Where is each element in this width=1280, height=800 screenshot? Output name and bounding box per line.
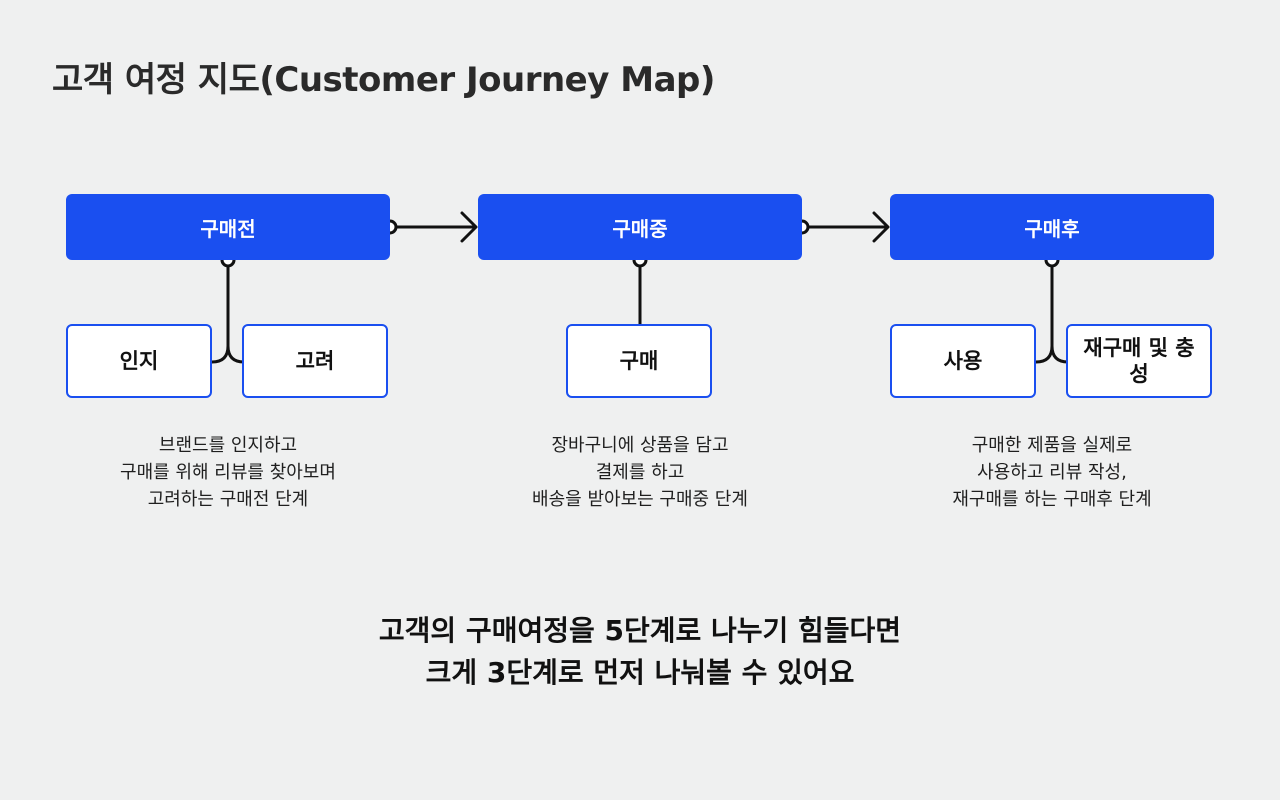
stage-label: 구매후 bbox=[1024, 216, 1080, 241]
description-line: 결제를 하고 bbox=[595, 462, 685, 483]
step-usage: 사용 bbox=[890, 324, 1036, 398]
description-line: 사용하고 리뷰 작성, bbox=[977, 462, 1127, 483]
stage-description: 장바구니에 상품을 담고 결제를 하고 배송을 받아보는 구매중 단계 bbox=[478, 432, 802, 513]
step-label: 사용 bbox=[943, 348, 983, 373]
step-label: 인지 bbox=[119, 348, 159, 373]
stage-label: 구매중 bbox=[612, 216, 668, 241]
description-line: 구매한 제품을 실제로 bbox=[971, 435, 1133, 456]
stage-3-branch-left bbox=[1035, 345, 1054, 364]
stage-3-branch-right bbox=[1050, 345, 1069, 364]
stage-post-purchase: 구매후 bbox=[890, 194, 1214, 260]
stage-description: 구매한 제품을 실제로 사용하고 리뷰 작성, 재구매를 하는 구매후 단계 bbox=[890, 432, 1214, 513]
step-label: 재구매 및 충성 bbox=[1083, 335, 1195, 386]
step-awareness: 인지 bbox=[66, 324, 212, 398]
stage-description: 브랜드를 인지하고 구매를 위해 리뷰를 찾아보며 고려하는 구매전 단계 bbox=[66, 432, 390, 513]
stage-label: 구매전 bbox=[200, 216, 256, 241]
description-line: 배송을 받아보는 구매중 단계 bbox=[532, 489, 748, 510]
step-label: 고려 bbox=[295, 348, 335, 373]
stage-purchase: 구매중 bbox=[478, 194, 802, 260]
summary-text: 고객의 구매여정을 5단계로 나누기 힘들다면 크게 3단계로 먼저 나눠볼 수… bbox=[240, 610, 1040, 694]
description-line: 재구매를 하는 구매후 단계 bbox=[952, 489, 1152, 510]
summary-line: 고객의 구매여정을 5단계로 나누기 힘들다면 bbox=[378, 614, 902, 647]
stage-1-branch-left bbox=[211, 345, 230, 364]
step-label: 구매 bbox=[619, 348, 659, 373]
description-line: 장바구니에 상품을 담고 bbox=[551, 435, 729, 456]
stage-1-branch-right bbox=[226, 345, 245, 364]
step-consideration: 고려 bbox=[242, 324, 388, 398]
description-line: 브랜드를 인지하고 bbox=[158, 435, 298, 456]
step-buy: 구매 bbox=[566, 324, 712, 398]
step-repurchase-loyalty: 재구매 및 충성 bbox=[1066, 324, 1212, 398]
summary-line: 크게 3단계로 먼저 나눠볼 수 있어요 bbox=[425, 656, 855, 689]
description-line: 구매를 위해 리뷰를 찾아보며 bbox=[120, 462, 336, 483]
stage-pre-purchase: 구매전 bbox=[66, 194, 390, 260]
arrow-2-head bbox=[872, 211, 890, 243]
page-title: 고객 여정 지도(Customer Journey Map) bbox=[52, 60, 715, 100]
description-line: 고려하는 구매전 단계 bbox=[147, 489, 309, 510]
arrow-1-head bbox=[460, 211, 478, 243]
